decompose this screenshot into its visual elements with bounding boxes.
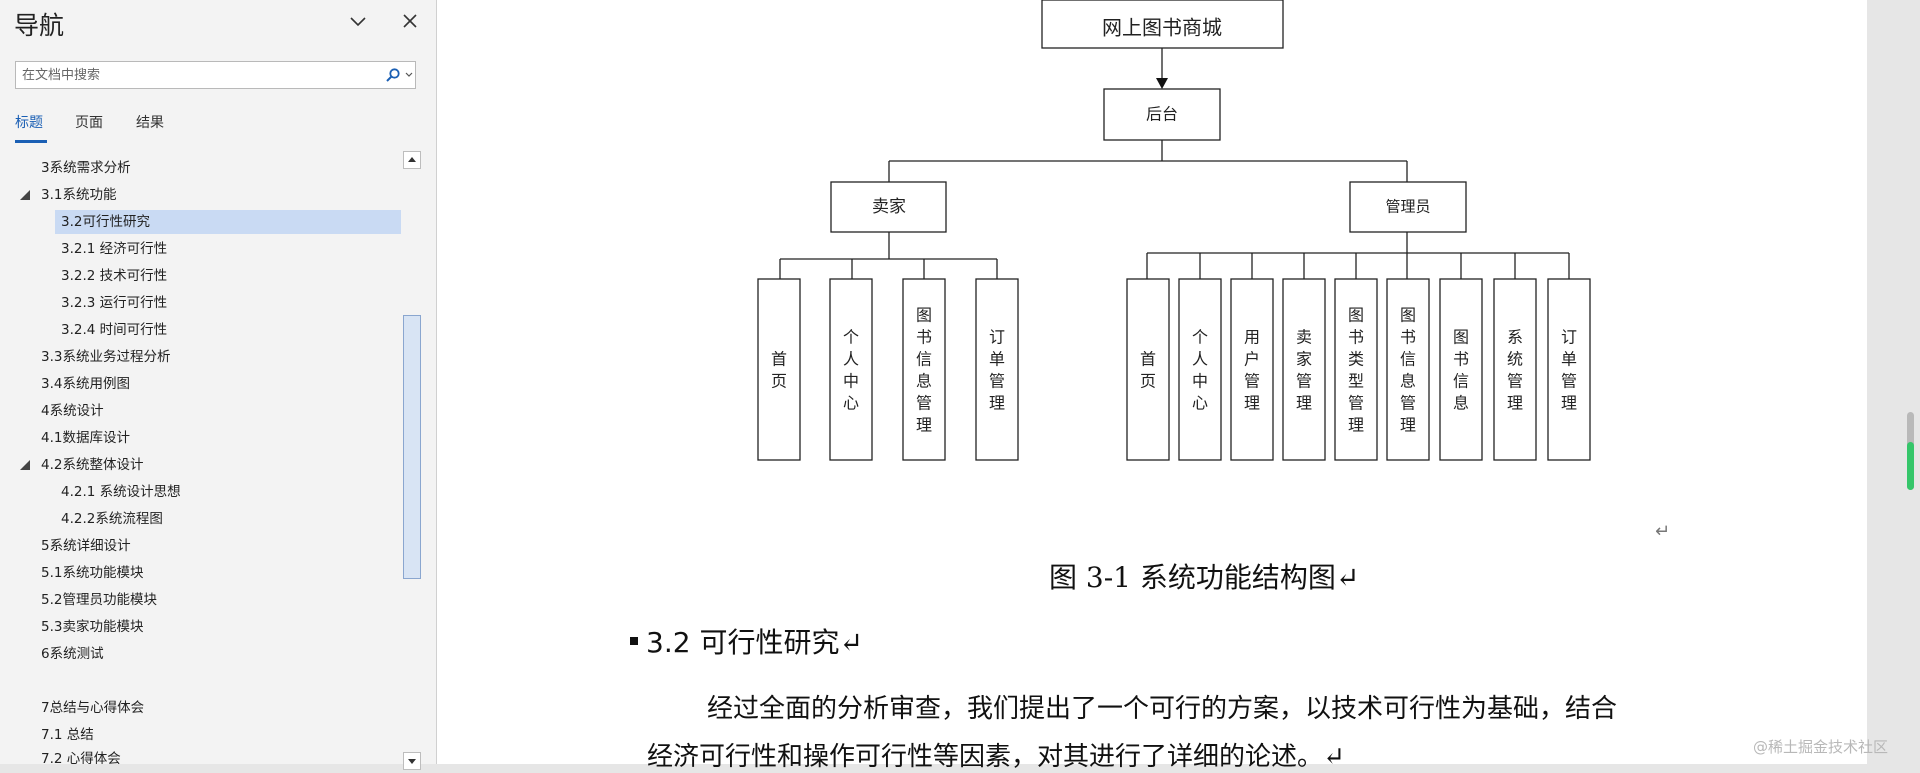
paragraph-line: 经过全面的分析审查，我们提出了一个可行的方案，以技术可行性为基础，结合: [707, 694, 1618, 724]
module-box: [1493, 278, 1537, 461]
search-options-chevron-icon[interactable]: [404, 70, 414, 80]
section-heading: 3.2 可行性研究↵: [630, 621, 863, 661]
scroll-up-button[interactable]: [403, 151, 421, 169]
tree-item[interactable]: 7总结与心得体会: [41, 700, 145, 716]
expand-triangle-icon[interactable]: [20, 460, 30, 470]
root-label: 网上图书商城: [1102, 16, 1222, 40]
module-box: [1126, 278, 1170, 461]
heading-tree: 3系统需求分析 3.1系统功能 3.2可行性研究 3.2.1 经济可行性 3.2…: [0, 147, 402, 764]
tree-item[interactable]: 3系统需求分析: [41, 160, 131, 176]
module-label: 个人中心: [843, 328, 859, 413]
tree-item[interactable]: 5系统详细设计: [41, 538, 131, 554]
tree-item[interactable]: 3.2.4 时间可行性: [61, 322, 168, 338]
tree-item[interactable]: 4系统设计: [41, 403, 104, 419]
module-label: 卖家管理: [1296, 328, 1312, 413]
backend-box: [1103, 88, 1221, 141]
module-box: [1386, 278, 1430, 461]
scroll-down-button[interactable]: [403, 752, 421, 770]
chevron-down-icon[interactable]: [347, 10, 369, 32]
module-label: 图书信息管理: [916, 306, 932, 435]
tree-item[interactable]: 3.4系统用例图: [41, 376, 130, 392]
nav-title: 导航: [14, 11, 65, 40]
tree-item[interactable]: 3.3系统业务过程分析: [41, 349, 171, 365]
arrow-down-icon: [408, 759, 416, 764]
paragraph-mark: ↵: [1655, 521, 1671, 542]
tree-item[interactable]: 7.2 心得体会: [41, 751, 121, 764]
module-box: [829, 278, 873, 461]
tree-item-selected[interactable]: 3.2可行性研究: [55, 210, 401, 234]
module-label: 系统管理: [1507, 328, 1523, 413]
module-box: [1178, 278, 1222, 461]
tree-item[interactable]: 5.1系统功能模块: [41, 565, 144, 581]
seller-box: [830, 181, 947, 233]
tab-pages[interactable]: 页面: [75, 115, 103, 131]
module-box: [975, 278, 1019, 461]
tree-item[interactable]: 5.3卖家功能模块: [41, 619, 144, 635]
document-page[interactable]: 网上图书商城 后台 卖家 管理员 首页 个人中心 图书信息管理 订单管理 首页 个人中心 用…: [437, 0, 1867, 772]
tree-item[interactable]: 4.2.2系统流程图: [61, 511, 163, 527]
module-label: 用户管理: [1244, 328, 1260, 413]
module-box: [1547, 278, 1591, 461]
module-label: 首页: [1140, 350, 1156, 391]
document-area: 网上图书商城 后台 卖家 管理员 首页 个人中心 图书信息管理 订单管理 首页 个人中心 用…: [437, 0, 1920, 772]
module-label: 图书信息: [1453, 328, 1469, 413]
module-box: [1439, 278, 1483, 461]
nav-scrollbar[interactable]: [403, 151, 421, 770]
module-box: [1282, 278, 1326, 461]
admin-label: 管理员: [1385, 198, 1430, 216]
heading-number: 3.2: [646, 626, 691, 659]
search-input[interactable]: [22, 64, 382, 86]
tree-item[interactable]: 4.1数据库设计: [41, 430, 130, 446]
module-label: 图书信息管理: [1400, 306, 1416, 435]
figure-caption: 图 3-1 系统功能结构图↵: [1049, 561, 1360, 594]
module-box: [1230, 278, 1274, 461]
module-box: [902, 278, 946, 461]
module-label: 首页: [771, 350, 787, 391]
tab-headings[interactable]: 标题: [15, 115, 43, 131]
tree-item[interactable]: 7.1 总结: [41, 727, 94, 743]
tree-item[interactable]: 3.2.1 经济可行性: [61, 241, 168, 257]
tree-item[interactable]: 3.2.2 技术可行性: [61, 268, 168, 284]
admin-box: [1349, 181, 1467, 233]
root-box: [1041, 0, 1284, 49]
module-label: 个人中心: [1192, 328, 1208, 413]
tree-item[interactable]: 3.2.3 运行可行性: [61, 295, 168, 311]
function-structure-diagram: 网上图书商城 后台 卖家 管理员 首页 个人中心 图书信息管理 订单管理 首页 个人中心 用…: [757, 0, 1591, 461]
backend-label: 后台: [1146, 105, 1178, 124]
heading-text: 可行性研究↵: [699, 626, 863, 659]
tree-item[interactable]: 6系统测试: [41, 646, 104, 662]
search-box: [15, 61, 416, 89]
module-box: [757, 278, 801, 461]
tree-item[interactable]: 4.2.1 系统设计思想: [61, 484, 181, 500]
seller-label: 卖家: [872, 197, 906, 217]
expand-triangle-icon[interactable]: [20, 190, 30, 200]
tree-item[interactable]: 3.1系统功能: [41, 187, 117, 203]
active-tab-indicator: [15, 140, 47, 143]
tree-item[interactable]: 5.2管理员功能模块: [41, 592, 157, 608]
tab-results[interactable]: 结果: [136, 115, 164, 131]
navigation-pane: 导航 标题 页面 结果 3系统需求分析 3.1系统功能 3.2可行性研究 3.2…: [0, 0, 437, 770]
arrow-head: [1156, 78, 1168, 89]
heading-bullet: [630, 637, 638, 645]
module-label: 订单管理: [989, 328, 1005, 413]
module-label: 图书类型管理: [1348, 306, 1364, 435]
paragraph-line: 经济可行性和操作可行性等因素，对其进行了详细的论述。↵: [647, 742, 1345, 772]
close-icon[interactable]: [399, 10, 421, 32]
module-box: [1334, 278, 1378, 461]
arrow-up-icon: [408, 157, 416, 162]
search-icon[interactable]: [385, 67, 401, 83]
module-label: 订单管理: [1561, 328, 1577, 413]
watermark: @稀土掘金技术社区: [1753, 738, 1889, 756]
tree-item[interactable]: 4.2系统整体设计: [41, 457, 144, 473]
scroll-thumb[interactable]: [403, 315, 421, 579]
document-scroll-position: [1907, 442, 1914, 490]
